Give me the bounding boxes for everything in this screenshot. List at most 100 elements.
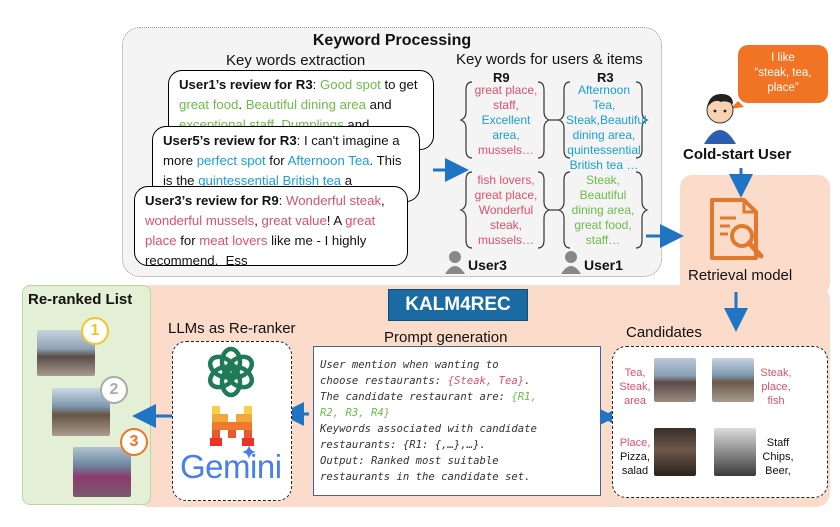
r3-label: R3 bbox=[597, 70, 614, 85]
gemini-logo: Gemini bbox=[180, 448, 282, 485]
review-text: ! A bbox=[326, 213, 346, 228]
reranked-photo-3 bbox=[73, 447, 131, 497]
kw: Afternoon Tea, bbox=[577, 83, 631, 112]
prompt-keywords: {Steak, Tea} bbox=[447, 375, 525, 387]
keyword: meat lovers bbox=[199, 233, 268, 248]
review-head: User3’s review for R9 bbox=[145, 193, 279, 208]
keywords-r3-user5: Afternoon Tea, Steak,Beautiful dining ar… bbox=[566, 83, 647, 173]
bracket bbox=[459, 171, 473, 249]
keyword: Afternoon Tea bbox=[287, 153, 370, 168]
sparkle-icon bbox=[242, 445, 256, 459]
retrieval-label: Retrieval model bbox=[688, 267, 793, 284]
kw: fish bbox=[767, 395, 785, 407]
cold-start-user-icon bbox=[704, 94, 744, 144]
users-items-title: Key words for users & items bbox=[456, 51, 643, 68]
candidate-1-photo bbox=[654, 358, 696, 402]
bracket bbox=[635, 81, 649, 159]
kw: Pizza, bbox=[620, 451, 650, 463]
prompt-line: restaurants in the candidate set. bbox=[320, 471, 531, 483]
review-text: , bbox=[381, 193, 385, 208]
kw: Staff bbox=[766, 437, 790, 449]
prompt-line: The candidate restaurant are: {R1, bbox=[320, 389, 594, 405]
candidate-2-keywords: Steak, place, fish bbox=[756, 366, 796, 408]
review-text: a bbox=[341, 173, 353, 188]
user1-icon bbox=[561, 251, 581, 274]
review-user3: User3’s review for R9: Wonderful steak, … bbox=[134, 186, 408, 268]
bracket bbox=[557, 171, 571, 249]
review-text: . bbox=[238, 97, 246, 112]
review-text: I can't imagine a more bbox=[163, 133, 400, 168]
keywords-r9-user3: fish lovers, great place, Wonderful stea… bbox=[472, 173, 540, 248]
kw: British tea … bbox=[569, 158, 639, 172]
kw: area bbox=[623, 395, 647, 407]
prompt-line: restaurants: {R1: {,…},…}. bbox=[320, 439, 486, 451]
keyword: wonderful mussels bbox=[145, 213, 255, 228]
keyword: great place bbox=[145, 213, 376, 248]
rank-badge-2: 2 bbox=[100, 376, 128, 404]
kw: great place, bbox=[474, 83, 538, 97]
kw: salad bbox=[621, 465, 649, 477]
review-head: User1’s review for R3 bbox=[179, 77, 313, 92]
candidate-4-photo bbox=[714, 428, 756, 476]
bubble-line: place” bbox=[767, 82, 799, 94]
review-sep: : bbox=[296, 133, 304, 148]
candidate-2-photo bbox=[712, 358, 754, 402]
keyword-processing-title: Keyword Processing bbox=[312, 32, 472, 49]
user3-icon bbox=[445, 251, 465, 274]
prompt-box: User mention when wanting to choose rest… bbox=[313, 346, 601, 496]
prompt-text: choose restaurants: bbox=[320, 375, 448, 387]
r9-label: R9 bbox=[493, 70, 510, 85]
bracket bbox=[459, 81, 473, 159]
bracket bbox=[635, 171, 649, 249]
reranked-photo-2 bbox=[52, 388, 110, 436]
rank-badge-1: 1 bbox=[81, 317, 109, 345]
kw: Steak, bbox=[585, 173, 621, 187]
prompt-line: R2, R3, R4} bbox=[320, 407, 391, 419]
review-text: to get bbox=[380, 77, 418, 92]
candidates-title: Candidates bbox=[626, 324, 702, 341]
kw: dining area, bbox=[572, 128, 636, 142]
review-text: , bbox=[254, 213, 262, 228]
keyword: Good spot bbox=[319, 77, 381, 92]
kw: Wonderful bbox=[478, 203, 534, 217]
prompt-title: Prompt generation bbox=[384, 329, 508, 346]
mistral-icon bbox=[210, 406, 254, 446]
speech-bubble: I like “steak, tea, place” bbox=[738, 45, 828, 103]
rank-badge-3: 3 bbox=[120, 428, 148, 456]
keyword: great food bbox=[179, 97, 239, 112]
keyword: quintessential British tea bbox=[198, 173, 342, 188]
kw: great place, bbox=[474, 188, 538, 202]
kw: dining area, bbox=[571, 203, 635, 217]
kw: Steak, bbox=[760, 367, 792, 379]
keyword: Beautiful dining area bbox=[245, 97, 366, 112]
kw: mussels… bbox=[477, 233, 534, 247]
kw: place, bbox=[761, 381, 791, 393]
keyword: great value bbox=[261, 213, 327, 228]
candidate-3-keywords: Place, Pizza, salad bbox=[618, 436, 652, 478]
reranked-title: Re-ranked List bbox=[28, 291, 133, 308]
kw: steak, bbox=[489, 218, 522, 232]
kw: Chips, bbox=[762, 451, 794, 463]
kw: Place, bbox=[619, 437, 651, 449]
kalm4rec-title: KALM4REC bbox=[388, 289, 528, 321]
candidate-3-photo bbox=[654, 428, 696, 476]
kw: fish lovers, bbox=[477, 173, 535, 187]
review-text: . bbox=[274, 117, 282, 132]
user1-label: User1 bbox=[584, 257, 623, 273]
kw: Beautiful bbox=[579, 188, 627, 202]
kw: Steak, bbox=[619, 381, 651, 393]
prompt-line: Keywords associated with candidate bbox=[320, 423, 537, 435]
openai-icon bbox=[207, 346, 255, 398]
retrieval-model-icon bbox=[710, 198, 764, 260]
bubble-line: I like bbox=[771, 52, 795, 64]
kw: area, bbox=[492, 128, 520, 142]
kw: Excellent bbox=[481, 113, 531, 127]
review-text: like me - I highly recommend. bbox=[145, 233, 367, 268]
llm-title: LLMs as Re-ranker bbox=[168, 320, 296, 337]
kw: Tea, bbox=[624, 367, 646, 379]
review-text: . This is the bbox=[163, 153, 402, 188]
keyword: perfect spot bbox=[196, 153, 266, 168]
keywords-r3-user1: Steak, Beautiful dining area, great food… bbox=[570, 173, 636, 248]
prompt-line: User mention when wanting to bbox=[320, 359, 499, 371]
